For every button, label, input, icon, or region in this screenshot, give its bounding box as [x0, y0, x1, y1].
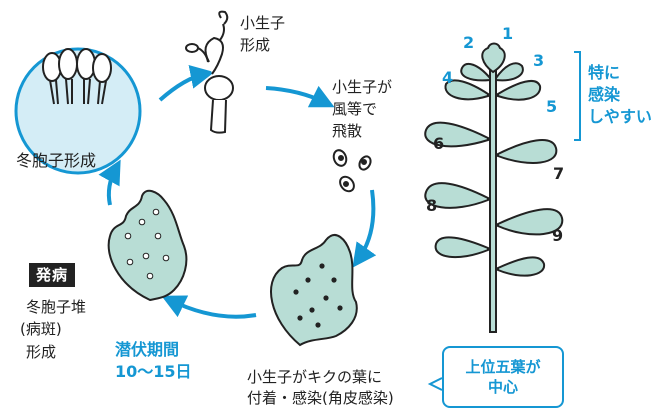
diseased-leaf-illustration	[107, 189, 188, 302]
arrow-infection-to-onset	[161, 295, 257, 319]
infection-line1: 小生子がキクの葉に	[247, 368, 383, 386]
arrow-sporidia-to-dispersal	[265, 85, 335, 108]
leaf-number-3: 3	[533, 51, 545, 70]
sporidia-illustration	[332, 149, 372, 193]
dispersal-line3: 飛散	[332, 122, 363, 140]
leaf-number-1: 1	[502, 24, 514, 43]
onset-line1: 冬胞子堆	[26, 298, 87, 316]
arrow-formation-to-sporidia	[158, 65, 215, 102]
susceptible-note-line3: しやすい	[588, 107, 652, 126]
leaf-number-6: 6	[433, 134, 445, 153]
leaf-number-8: 8	[426, 196, 438, 215]
callout-pointer	[427, 377, 443, 391]
chrysanthemum-plant-illustration	[424, 42, 564, 333]
sporidia-formation-line2: 形成	[240, 36, 271, 54]
arrow-onset-to-formation	[98, 159, 121, 206]
susceptible-note-line2: 感染	[588, 85, 621, 104]
leaf-number-2: 2	[463, 33, 475, 52]
leaf-number-9: 9	[552, 226, 564, 245]
upper-five-leaves-callout: 上位五葉が 中心	[442, 346, 564, 408]
arrow-dispersal-to-infection	[352, 189, 377, 268]
callout-line1: 上位五葉が	[465, 358, 541, 376]
onset-badge: 発病	[29, 263, 76, 287]
susceptible-bracket	[574, 51, 581, 141]
basidium-illustration	[185, 10, 234, 134]
leaf-number-4: 4	[442, 68, 454, 87]
leaf-number-7: 7	[553, 164, 565, 183]
incubation-line1: 潜伏期間	[115, 340, 180, 359]
susceptible-note-line1: 特に	[588, 63, 621, 82]
infected-leaf-illustration	[270, 234, 358, 347]
onset-line3: 形成	[26, 343, 57, 361]
dispersal-line2: 風等で	[332, 100, 378, 118]
incubation-line2: 10〜15日	[115, 362, 192, 381]
teliospore-circle	[14, 47, 142, 175]
onset-line2: (病斑)	[20, 320, 62, 338]
infection-line2: 付着・感染(角皮感染)	[247, 389, 394, 407]
callout-line2: 中心	[487, 378, 518, 396]
teliospore-formation-label: 冬胞子形成	[16, 151, 97, 170]
dispersal-line1: 小生子が	[332, 78, 393, 96]
leaf-number-5: 5	[546, 97, 558, 116]
sporidia-formation-line1: 小生子	[240, 14, 286, 32]
